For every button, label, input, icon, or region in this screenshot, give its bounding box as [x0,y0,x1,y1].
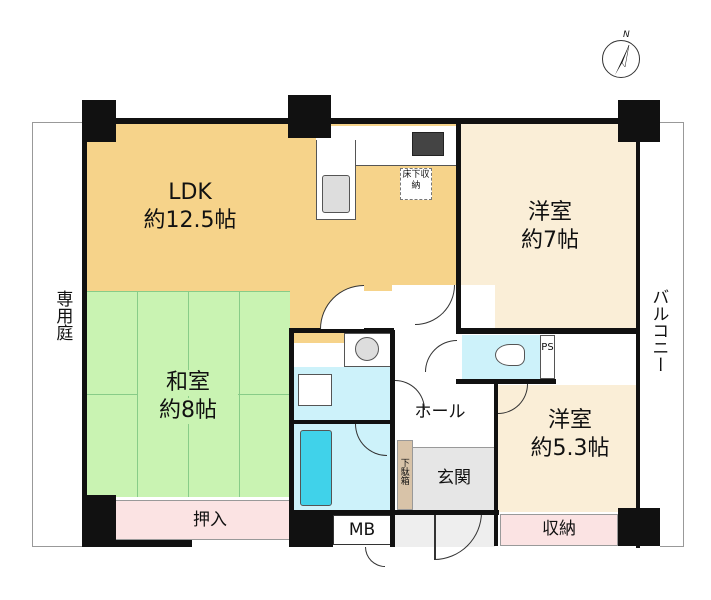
meter-box-label: MB [348,520,376,540]
pillar-tr [618,100,660,142]
entrance [413,447,495,510]
balcony-area [660,122,684,547]
balcony-label: バルコニー [648,288,669,373]
wall-top [83,118,660,124]
pillar-tl [82,100,116,142]
toilet-icon [495,344,525,366]
vanity [298,374,332,406]
private-garden-label: 専用庭 [52,290,73,341]
mb-door[interactable] [365,547,385,567]
western-7-size: 約7帖 [521,228,579,253]
storage-closet [500,514,618,546]
oshiire-closet [115,500,290,540]
western-53-name: 洋室 [547,408,592,433]
wall-ldk-west [456,124,461,334]
compass-needle-icon [615,44,630,75]
washbasin-icon [355,337,379,361]
wall-west53 [494,384,498,546]
western-room-53 [497,385,638,512]
front-door[interactable] [434,512,482,560]
private-garden-area [32,122,84,547]
ldk-size: 約12.5帖 [143,208,237,233]
ldk-name: LDK [168,180,212,205]
wall-bath [289,330,294,547]
pipe-space-label: PS [541,342,554,353]
wall-right [636,118,640,548]
oshiire-label: 押入 [193,510,227,530]
pillar-tm [288,95,331,138]
compass-icon [602,40,640,78]
storage-label: 収納 [542,519,576,539]
western-7-name: 洋室 [527,200,572,225]
compass-north-label: N [623,30,630,40]
wall-bath-mid [289,420,394,424]
sink-icon [322,175,350,213]
wall-bath-e [390,330,395,547]
underfloor-storage [400,168,432,200]
stove-icon [412,132,444,156]
shoe-box [397,440,413,510]
wall-bath-top [289,328,394,333]
wall-mb-block [289,512,333,547]
japanese-size: 約8帖 [138,398,238,425]
pipe-space [540,335,555,379]
meter-box [333,515,392,545]
pillar-bl [82,495,116,547]
underfloor-storage-label: 床下収納 [402,170,430,191]
wall-toilet-bottom [456,379,556,384]
western-53-size: 約5.3帖 [530,436,610,461]
bathtub-icon [300,430,332,506]
hall-label: ホール [414,402,466,422]
wall-bl-bottom [82,540,192,547]
wall-left [82,118,87,543]
shoe-box-label: 下駄箱 [398,458,409,485]
wall-bottom [289,510,499,515]
pillar-br [618,508,660,546]
japanese-name: 和室 [138,370,238,397]
wall-toilet [456,328,638,334]
entrance-label: 玄関 [437,468,471,488]
